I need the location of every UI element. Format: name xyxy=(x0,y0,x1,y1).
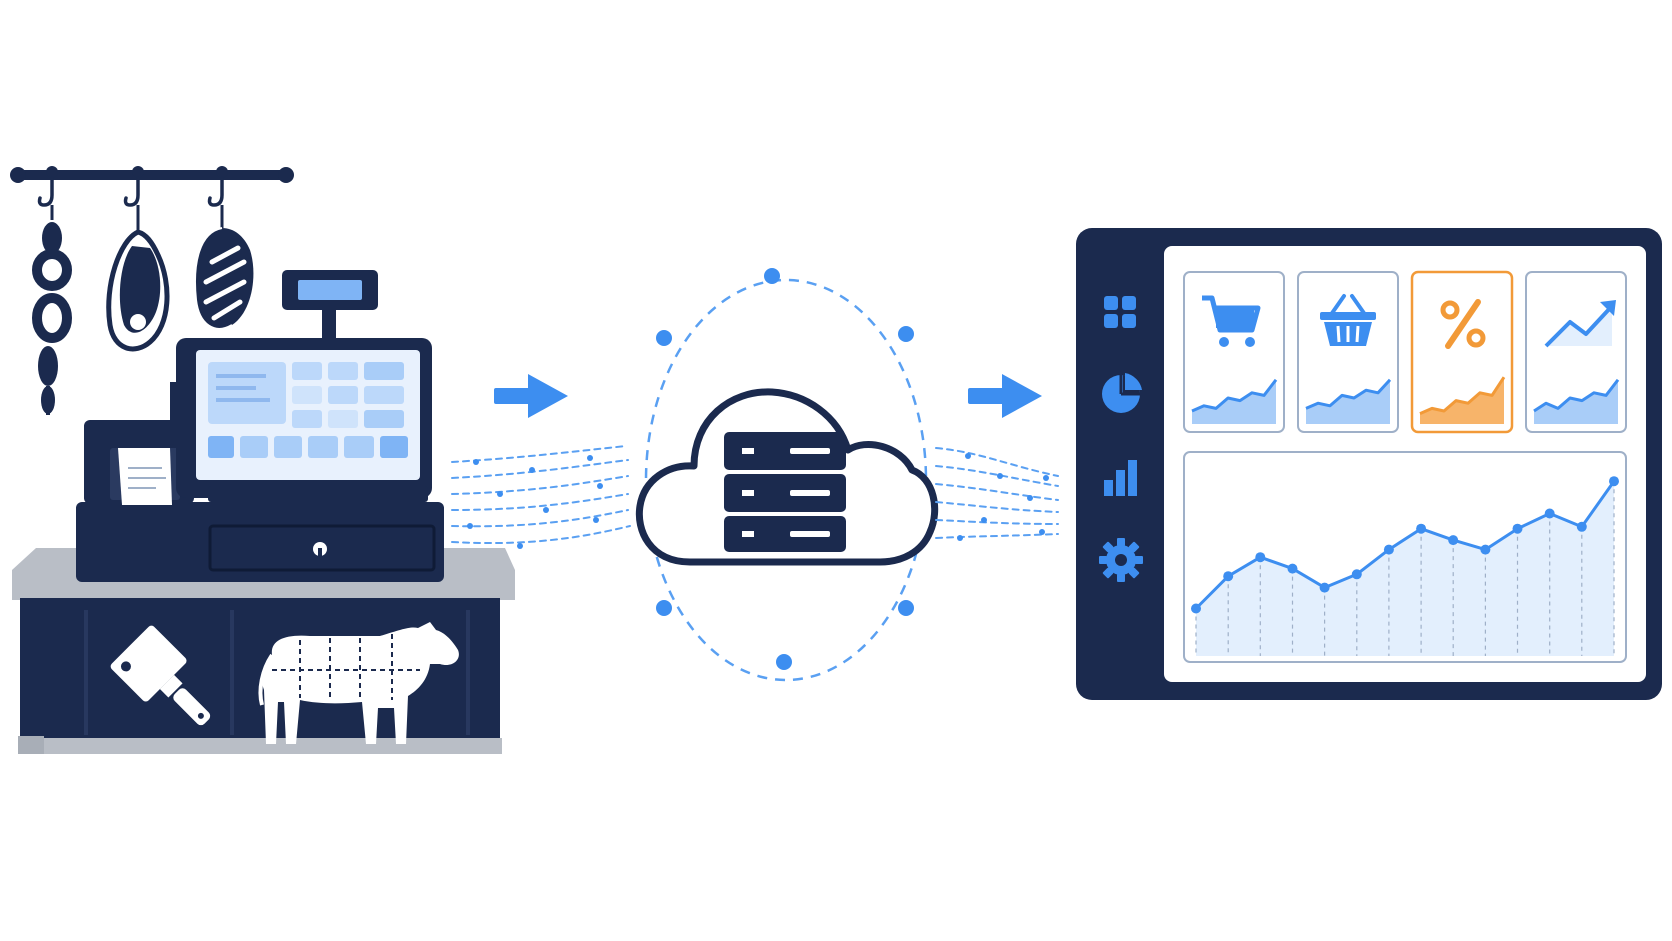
chart-point xyxy=(1512,523,1523,534)
receipt-printer-icon xyxy=(84,420,194,505)
steak-icon xyxy=(194,205,254,330)
cow-cuts-icon xyxy=(258,622,459,744)
chart-area xyxy=(1196,481,1614,656)
chart-point xyxy=(1255,552,1266,563)
percent-icon xyxy=(1440,299,1486,349)
chart-line xyxy=(1194,480,1616,610)
gear-icon[interactable] xyxy=(1099,538,1143,582)
cash-register-icon xyxy=(170,338,432,506)
chart-point xyxy=(1383,544,1394,555)
chart-point xyxy=(1319,582,1330,593)
customer-display xyxy=(282,270,378,342)
sparkline-line xyxy=(1305,378,1392,410)
chart-point xyxy=(1287,563,1298,574)
sparkline-area xyxy=(1192,379,1276,424)
main-trend-chart xyxy=(1183,451,1627,663)
chart-point xyxy=(1544,508,1555,519)
chart-point xyxy=(1480,544,1491,555)
arrow-right-icon xyxy=(494,374,568,418)
sparkline-area xyxy=(1306,379,1390,424)
data-stream-in xyxy=(451,445,631,545)
sparkline-line xyxy=(1191,378,1278,413)
sausage-links-icon xyxy=(32,205,72,415)
data-dots-out xyxy=(957,453,1049,541)
butcher-pos-station xyxy=(10,166,515,754)
trend-up-icon xyxy=(1544,300,1616,348)
chart-point xyxy=(1609,476,1619,487)
counter xyxy=(12,548,515,754)
ham-icon xyxy=(106,205,170,352)
cash-drawer-icon xyxy=(76,502,444,582)
data-stream-out xyxy=(935,447,1059,539)
kpi-card-trend[interactable] xyxy=(1525,271,1627,433)
meat-rail-icon xyxy=(10,166,294,207)
cleaver-icon xyxy=(110,625,211,726)
sparkline-line xyxy=(1419,376,1506,415)
shopping-basket-icon xyxy=(1320,294,1376,346)
chart-point xyxy=(1191,603,1201,614)
kpi-card-cart[interactable] xyxy=(1183,271,1285,433)
chart-point xyxy=(1351,569,1362,580)
data-dots-in xyxy=(467,455,603,549)
bar-chart-icon[interactable] xyxy=(1104,460,1137,496)
chart-point xyxy=(1448,535,1459,546)
cloud-server-icon xyxy=(635,388,939,566)
chart-point xyxy=(1416,523,1427,534)
pie-chart-icon[interactable] xyxy=(1102,373,1142,413)
sparkline-area xyxy=(1534,379,1618,424)
chart-point xyxy=(1223,571,1234,582)
shopping-cart-icon xyxy=(1202,295,1261,347)
sparkline-line xyxy=(1533,378,1620,413)
chart-point xyxy=(1576,521,1587,532)
kpi-card-percent[interactable] xyxy=(1410,270,1514,434)
grid-icon[interactable] xyxy=(1104,296,1136,328)
arrow-right-icon xyxy=(968,374,1042,418)
kpi-cards xyxy=(1183,270,1627,434)
sparkline-area xyxy=(1420,377,1504,424)
analytics-dashboard xyxy=(1076,228,1662,700)
